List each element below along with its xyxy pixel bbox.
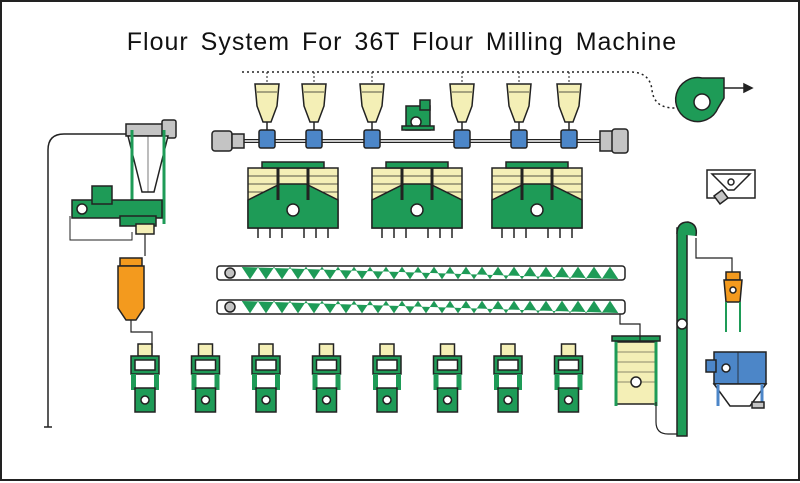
bran-finisher	[611, 314, 661, 406]
plansifter-1	[247, 161, 339, 238]
flour-bin	[117, 257, 153, 348]
air-drop-lines	[266, 72, 570, 84]
packing-unit-1	[130, 343, 160, 413]
cyclone-1	[254, 83, 280, 149]
bran-bin	[706, 169, 756, 206]
flour-collector	[69, 119, 177, 241]
packing-unit-8	[553, 343, 584, 413]
cyclone-2	[301, 83, 327, 149]
dust-collector	[705, 351, 768, 409]
cyclone-5	[506, 83, 532, 149]
cyclone-row	[211, 128, 629, 154]
left-conveying-line	[44, 133, 130, 428]
cyclone-3	[359, 83, 385, 149]
packing-unit-2	[190, 343, 221, 413]
packing-unit-5	[372, 343, 402, 413]
packing-unit-7	[493, 343, 523, 413]
cyclone-6	[556, 83, 582, 149]
left-drive-motor	[211, 130, 233, 152]
cyclone-4	[449, 83, 475, 149]
packing-units-row	[130, 343, 584, 413]
air-duct-line	[242, 71, 686, 109]
fan-blower	[674, 76, 754, 123]
plansifter-3	[491, 161, 583, 238]
plansifter-2	[371, 161, 463, 238]
screw-conveyor-2	[216, 299, 626, 315]
middle-fan	[401, 99, 435, 131]
packing-unit-3	[251, 343, 281, 413]
packing-unit-4	[311, 343, 342, 413]
diagram-title: Flour System For 36T Flour Milling Machi…	[126, 28, 678, 56]
packing-unit-6	[432, 343, 463, 413]
bucket-elevator	[655, 221, 733, 437]
screw-conveyor-1	[216, 265, 626, 281]
small-feeder	[723, 271, 743, 332]
